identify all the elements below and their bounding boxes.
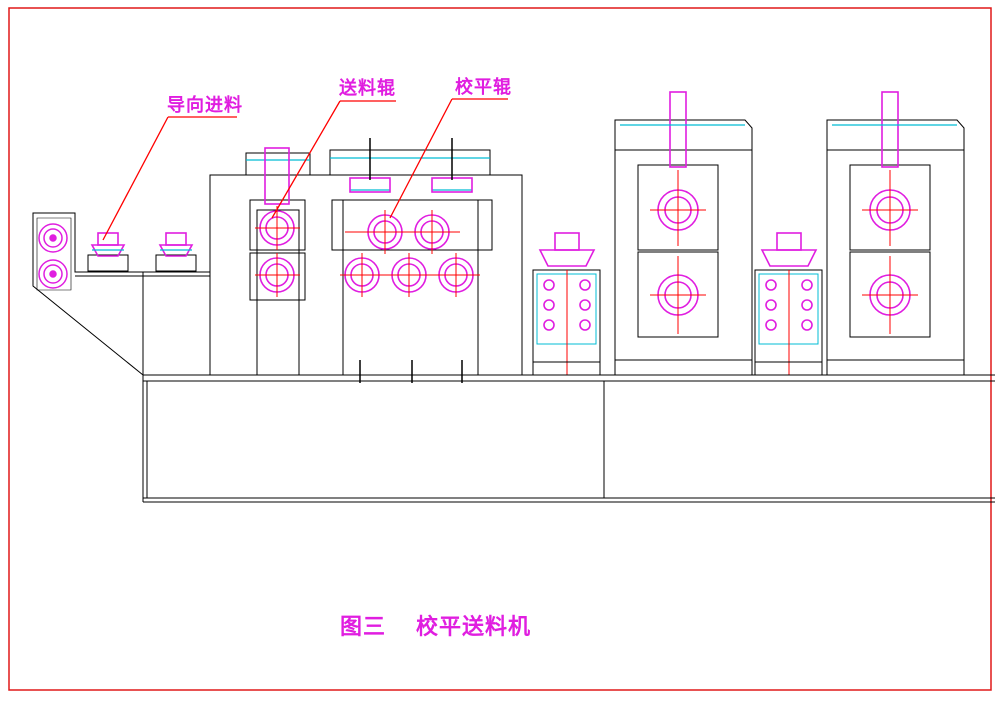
leveling-rollers (331, 138, 493, 383)
label-feed-roller: 送料辊 (339, 78, 396, 99)
drawing-border (8, 7, 992, 691)
leader-lines (102, 98, 508, 241)
stand-feet (532, 359, 965, 376)
label-leveling-roller: 校平辊 (455, 77, 512, 98)
roll-stand-2 (826, 91, 965, 361)
guide-stand-2 (754, 232, 823, 376)
top-cover-accent (246, 157, 490, 191)
caption-title: 校平送料机 (416, 614, 532, 640)
roll-stand-1 (614, 91, 753, 361)
guide-wheels (38, 223, 68, 289)
guide-roller-units (87, 232, 197, 272)
label-guide-feed: 导向进料 (167, 95, 243, 116)
feed-roller-blocks (249, 147, 306, 301)
guide-feed-assembly (32, 212, 210, 377)
machine-base (142, 374, 995, 503)
guide-stand-1 (532, 232, 601, 376)
caption-figure-number: 图三 (340, 614, 387, 640)
main-frame (209, 149, 523, 376)
